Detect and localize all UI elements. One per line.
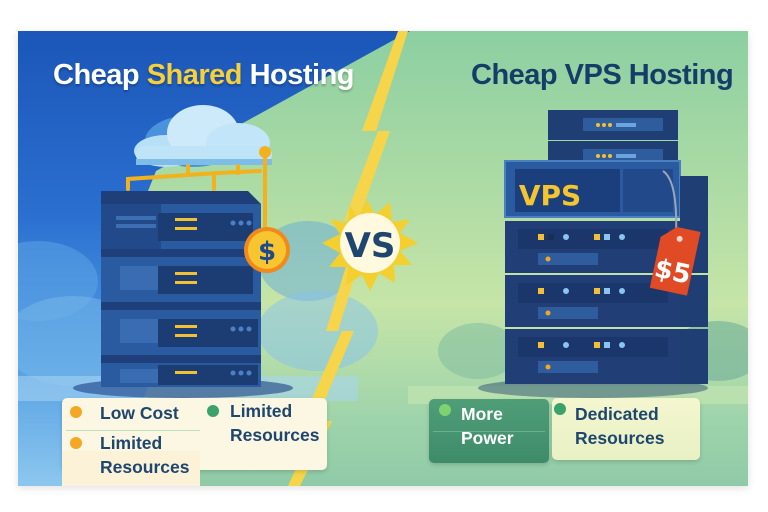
feature-limited-resources: Limited Resources bbox=[100, 433, 190, 477]
feature-low-cost: Low Cost bbox=[100, 403, 179, 423]
shared-features-box-lower bbox=[62, 451, 200, 486]
shared-server-illustration: $ bbox=[73, 105, 293, 398]
bullet-dot-icon bbox=[554, 403, 566, 415]
lightning-divider bbox=[288, 31, 408, 486]
vps-hosting-title: Cheap VPS Hosting bbox=[471, 59, 734, 91]
dollar-coin-icon: $ bbox=[244, 227, 290, 273]
bullet-dot-icon bbox=[439, 404, 451, 416]
feature-dedicated-resources: Dedicated Resources bbox=[575, 404, 665, 448]
bullet-dot-icon bbox=[70, 437, 82, 449]
comparison-banner: Cheap Shared Hosting Cheap VPS Hosting bbox=[18, 31, 748, 486]
bullet-dot-icon bbox=[207, 405, 219, 417]
feature-limited-resources-2: Limited Resources bbox=[230, 401, 320, 445]
title-text: Hosting bbox=[242, 59, 355, 91]
vps-label: VPS bbox=[519, 179, 581, 212]
feature-more-power: More Power bbox=[461, 404, 514, 448]
shared-hosting-title: Cheap Shared Hosting bbox=[53, 59, 355, 92]
vs-label: VS bbox=[345, 226, 396, 266]
svg-text:$5: $5 bbox=[652, 254, 694, 291]
svg-text:$: $ bbox=[258, 237, 276, 267]
feature-divider bbox=[433, 431, 545, 432]
title-text: Cheap bbox=[53, 59, 147, 91]
price-tag-icon: $5 bbox=[649, 170, 701, 296]
versus-burst: VS bbox=[322, 199, 418, 291]
vps-feature-dedicated bbox=[552, 398, 700, 460]
vps-server-illustration: VPS bbox=[478, 110, 708, 398]
bullet-dot-icon bbox=[70, 406, 82, 418]
feature-divider bbox=[66, 430, 200, 431]
cloud-icon bbox=[134, 105, 272, 167]
title-highlight: Shared bbox=[146, 59, 243, 91]
